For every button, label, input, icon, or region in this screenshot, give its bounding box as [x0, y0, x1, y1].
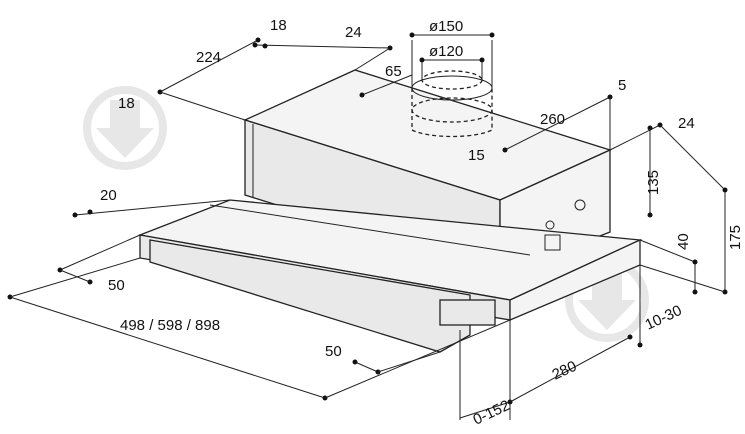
dim-24-top: 24: [345, 24, 362, 41]
dim-175: 175: [727, 225, 744, 250]
dim-10-30: 10-30: [643, 302, 685, 334]
download-arrow-watermark-left: [83, 86, 167, 170]
dim-65: 65: [385, 63, 402, 80]
fixing-hole: [545, 220, 555, 230]
hood-telescopic-panel: [137, 199, 643, 353]
control-panel: [439, 299, 496, 326]
dim-50-bottom: 50: [325, 343, 342, 360]
dim-260: 260: [540, 111, 565, 128]
side-cutout: [544, 234, 561, 251]
dim-50-left: 50: [108, 277, 125, 294]
dim-280: 280: [550, 358, 580, 384]
dim-24-right: 24: [678, 115, 695, 132]
dimension-lines: [7, 32, 728, 420]
dim-120: ø120: [429, 43, 463, 60]
motor-socket: [574, 199, 586, 211]
dim-18-left: 18: [118, 95, 135, 112]
dim-15: 15: [468, 147, 485, 164]
dim-150: ø150: [429, 18, 463, 35]
exhaust-duct: [411, 40, 493, 138]
dim-20: 20: [100, 187, 117, 204]
dim-5: 5: [618, 77, 626, 94]
dim-0-152: 0-152: [471, 397, 513, 429]
dim-40: 40: [675, 233, 692, 250]
dim-135: 135: [645, 170, 662, 195]
dim-18-top: 18: [270, 17, 287, 34]
dim-224: 224: [196, 49, 221, 66]
dim-498-598-898: 498 / 598 / 898: [120, 317, 220, 334]
